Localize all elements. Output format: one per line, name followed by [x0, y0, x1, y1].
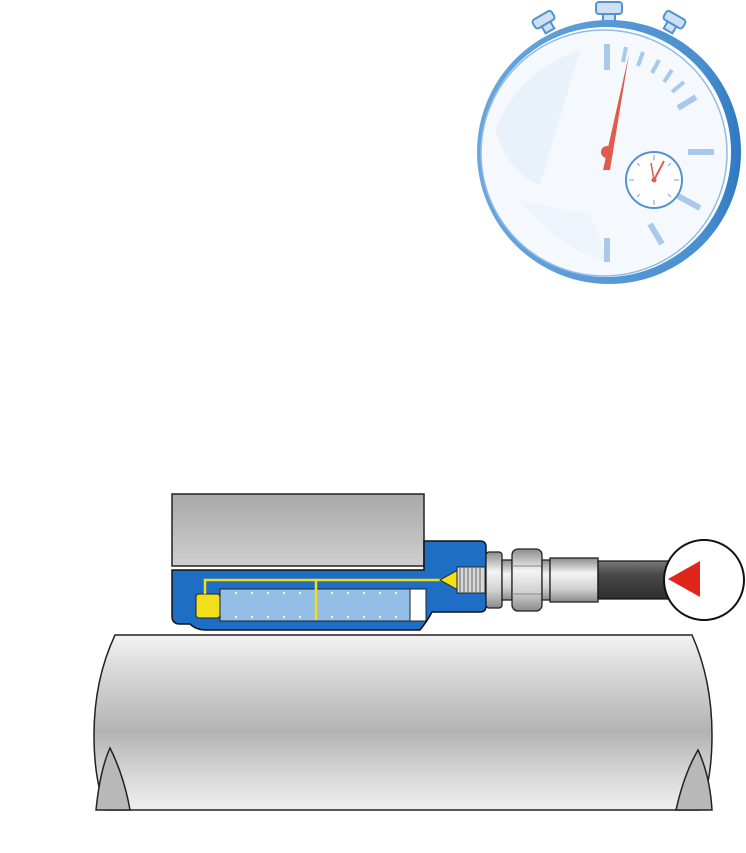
hose-fitting [485, 548, 599, 612]
stopwatch-hand [601, 54, 629, 170]
shaft [93, 634, 713, 811]
shaft-break-left [95, 746, 131, 811]
threaded-connector [456, 566, 486, 594]
stopwatch-ticks [604, 44, 714, 262]
stopwatch-icon [477, 1, 741, 284]
glass-reflection [495, 50, 580, 185]
stopwatch-left-button [531, 9, 556, 35]
pressure-indicator [663, 539, 745, 621]
stopwatch-crown [595, 1, 623, 23]
triangle-right-icon [668, 561, 700, 597]
oil-channel [203, 578, 446, 620]
nut-seal [195, 593, 221, 619]
hydraulic-hose [597, 560, 669, 600]
hose-sleeve [549, 557, 599, 603]
stopwatch-right-button [662, 9, 687, 35]
shaft-break-right [675, 748, 713, 811]
stopwatch-subdial [625, 151, 683, 209]
hydraulic-nut [171, 540, 487, 631]
bearing-ring [171, 493, 425, 567]
